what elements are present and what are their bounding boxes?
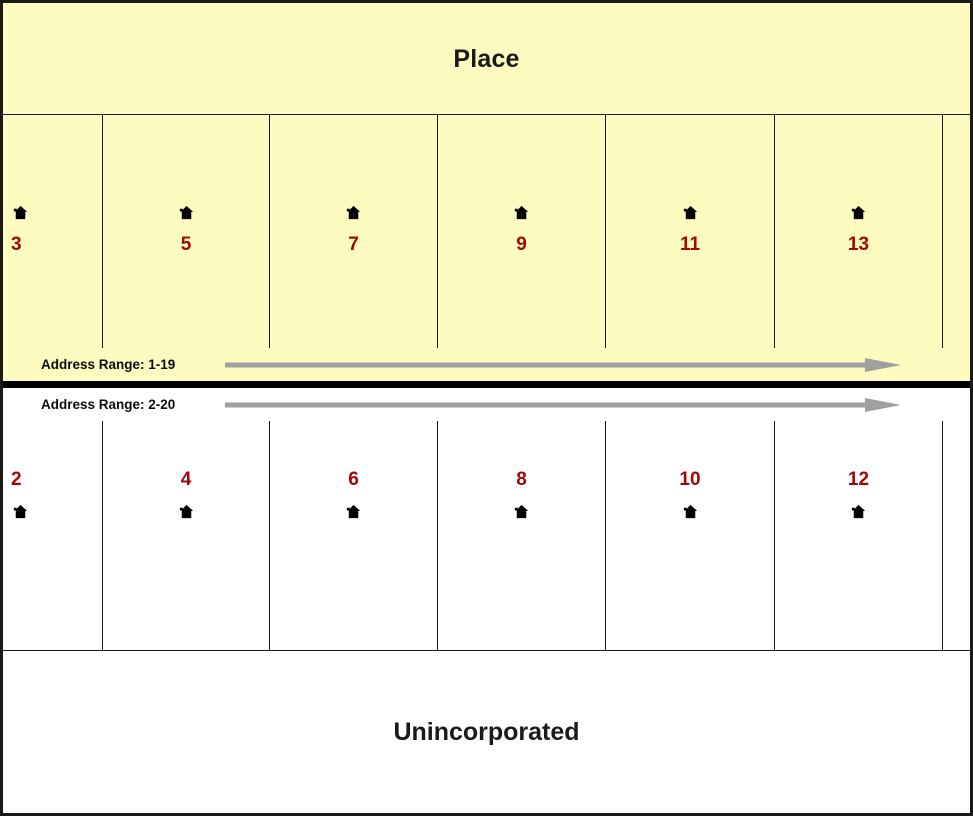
- house-icon: [179, 504, 193, 519]
- unincorporated-area: [3, 388, 970, 813]
- unincorporated-title: Unincorporated: [393, 718, 580, 746]
- lot-number: 2: [11, 469, 22, 490]
- odd-lot-strip: 3 5 7 9: [3, 115, 970, 348]
- house-icon: [179, 205, 193, 220]
- lot-odd-7: 7: [270, 115, 438, 348]
- lot-even-12: 12: [775, 421, 943, 651]
- house-icon: [683, 504, 697, 519]
- house-icon: [514, 205, 529, 220]
- lot-even-partial: [943, 421, 970, 651]
- lot-number: 10: [679, 469, 701, 490]
- even-range-direction-arrow: [225, 398, 901, 412]
- house-icon: [13, 205, 28, 220]
- lot-number: 8: [516, 469, 527, 490]
- lot-odd-13: 13: [775, 115, 943, 348]
- lot-odd-11: 11: [606, 115, 775, 348]
- house-icon: [683, 205, 697, 220]
- house-icon: [851, 205, 866, 220]
- lot-number: 3: [11, 234, 22, 255]
- place-area: Place: [3, 3, 970, 383]
- odd-range-direction-arrow: [225, 358, 901, 372]
- lot-number: 5: [180, 234, 192, 255]
- lot-odd-partial: [943, 115, 970, 348]
- lot-odd-3: 3: [3, 115, 103, 348]
- house-icon: [13, 504, 28, 519]
- even-lot-strip: 2 4 6 8: [3, 421, 970, 651]
- house-icon: [346, 504, 361, 519]
- lot-even-10: 10: [606, 421, 775, 651]
- house-icon: [346, 205, 361, 220]
- lot-number: 7: [348, 234, 359, 255]
- lot-number: 9: [516, 234, 527, 255]
- lot-even-2: 2: [3, 421, 103, 651]
- house-icon: [851, 504, 866, 519]
- odd-address-range-band: Address Range: 1-19: [3, 348, 970, 381]
- lot-odd-9: 9: [438, 115, 606, 348]
- place-title: Place: [3, 3, 970, 115]
- odd-address-range-label: Address Range: 1-19: [41, 357, 176, 372]
- house-icon: [514, 504, 529, 519]
- lot-number: 12: [847, 469, 870, 490]
- lot-odd-5: 5: [103, 115, 270, 348]
- lot-number: 6: [348, 469, 359, 490]
- lot-number: 13: [847, 234, 870, 255]
- municipal-boundary-line: [3, 381, 970, 388]
- lot-even-8: 8: [438, 421, 606, 651]
- lot-number: 4: [180, 469, 192, 490]
- lot-even-4: 4: [103, 421, 270, 651]
- even-address-range-label: Address Range: 2-20: [41, 397, 176, 412]
- lot-even-6: 6: [270, 421, 438, 651]
- even-address-range-band: Address Range: 2-20: [3, 388, 970, 421]
- lot-number: 11: [679, 234, 701, 255]
